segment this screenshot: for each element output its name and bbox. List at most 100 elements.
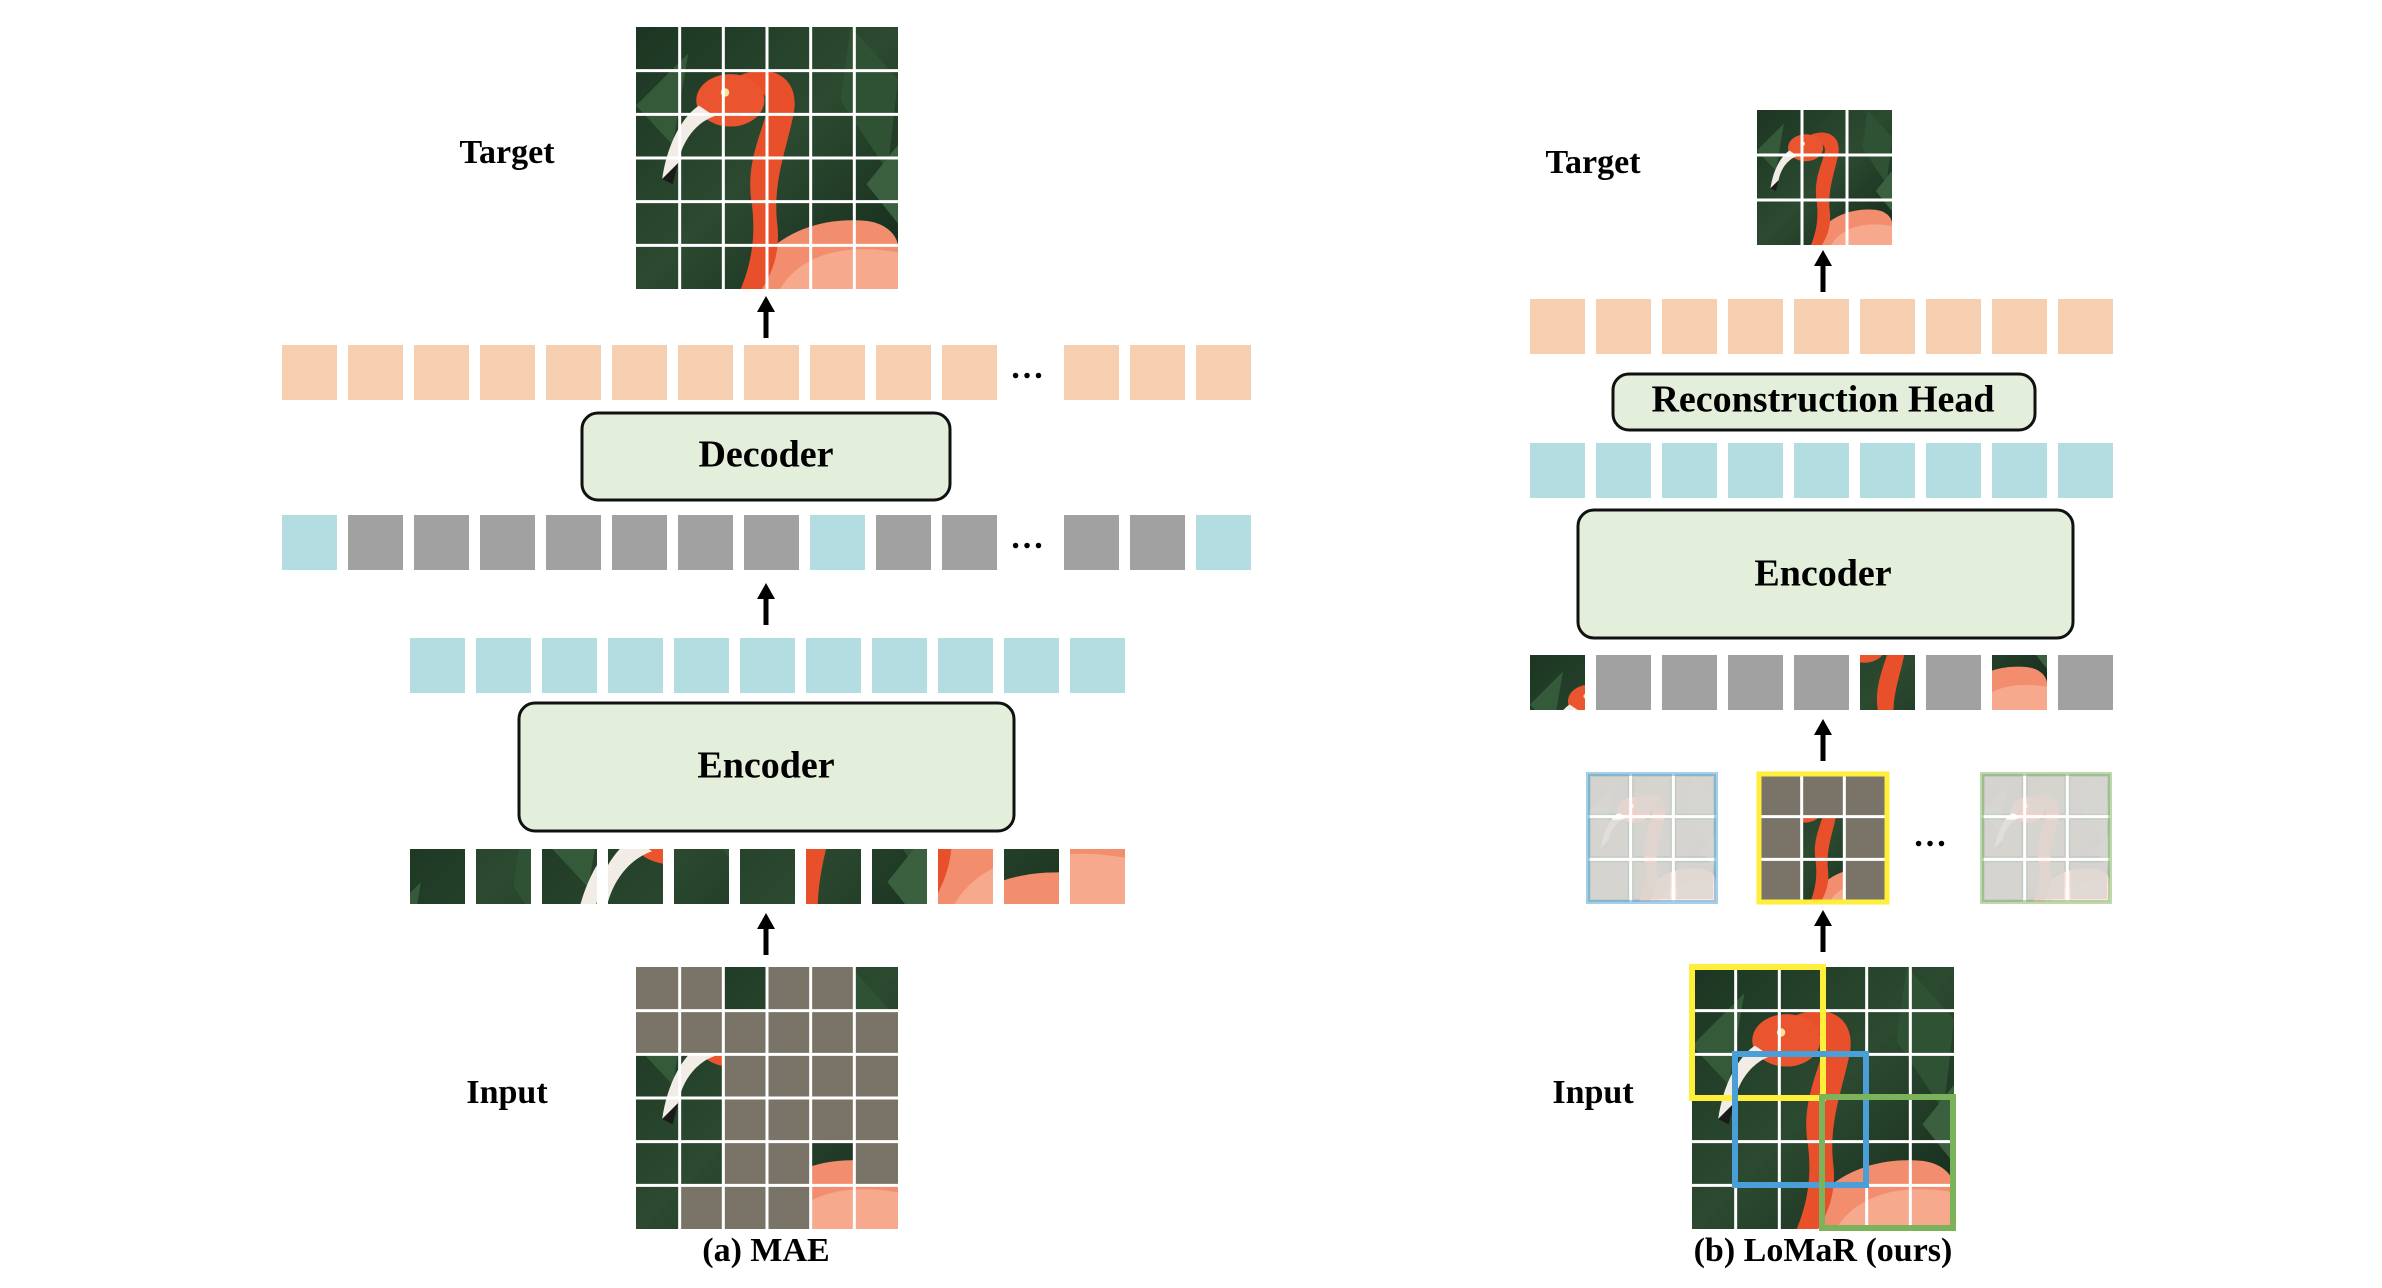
masked-patch bbox=[810, 1010, 855, 1055]
lomar-encoder-label: Encoder bbox=[1754, 553, 1891, 595]
mae-output-ellipsis: … bbox=[1010, 349, 1044, 386]
patch-grid-lines bbox=[636, 967, 898, 1229]
masked-patch bbox=[767, 1185, 811, 1229]
patch-grid-lines bbox=[1757, 110, 1892, 245]
mae-arrow-to-target bbox=[757, 296, 775, 338]
masked-patch bbox=[636, 967, 680, 1011]
token bbox=[872, 638, 927, 693]
mask-token bbox=[1794, 655, 1849, 710]
mae-output-tokens bbox=[282, 345, 1251, 400]
token bbox=[608, 638, 663, 693]
window-blue-outline bbox=[1732, 1051, 1869, 1188]
token bbox=[476, 638, 531, 693]
mae-decoder-input-tokens bbox=[282, 515, 1251, 570]
window-yellow-outline bbox=[1689, 964, 1826, 1101]
token bbox=[876, 515, 931, 570]
masked-patch bbox=[679, 1010, 724, 1055]
mask-token bbox=[1596, 655, 1651, 710]
lomar-output-tokens bbox=[1530, 299, 2113, 354]
masked-patch bbox=[723, 1098, 767, 1142]
token bbox=[1794, 299, 1849, 354]
lomar-window-blue bbox=[1586, 772, 1718, 904]
masked-patch bbox=[1759, 859, 1802, 902]
lomar-window-yellow bbox=[1756, 771, 1890, 905]
token bbox=[546, 345, 601, 400]
token bbox=[1860, 443, 1915, 498]
lomar-input-image bbox=[1689, 964, 1956, 1231]
mask-token bbox=[1662, 655, 1717, 710]
mae-arrow-to-decoder bbox=[757, 583, 775, 625]
lomar-encoder-output-tokens bbox=[1530, 443, 2113, 498]
token bbox=[612, 345, 667, 400]
token bbox=[1728, 443, 1783, 498]
token bbox=[542, 638, 597, 693]
lomar-caption: (b) LoMaR (ours) bbox=[1694, 1232, 1953, 1269]
masked-patch bbox=[810, 967, 855, 1011]
lomar-arrow-to-target bbox=[1814, 250, 1832, 292]
masked-patch bbox=[767, 1141, 811, 1186]
masked-patch bbox=[1844, 774, 1887, 817]
token bbox=[1926, 299, 1981, 354]
mae-decoder-label: Decoder bbox=[698, 434, 833, 476]
mask-token bbox=[2058, 655, 2113, 710]
mae-target-label: Target bbox=[459, 134, 555, 171]
token bbox=[740, 638, 795, 693]
lomar-reconstruction-head-label: Reconstruction Head bbox=[1651, 379, 1994, 421]
masked-patch bbox=[854, 1054, 898, 1098]
masked-patch bbox=[767, 1098, 811, 1142]
mask-token bbox=[1728, 655, 1783, 710]
masked-patch bbox=[1844, 816, 1887, 860]
token bbox=[1530, 443, 1585, 498]
token bbox=[1064, 515, 1119, 570]
token bbox=[674, 638, 729, 693]
token bbox=[678, 345, 733, 400]
token bbox=[2058, 443, 2113, 498]
token bbox=[1070, 638, 1125, 693]
lomar-arrow-to-windows bbox=[1814, 910, 1832, 952]
masked-patch bbox=[1844, 859, 1887, 902]
token bbox=[942, 515, 997, 570]
token bbox=[2058, 299, 2113, 354]
token bbox=[282, 345, 337, 400]
masked-patch bbox=[810, 1054, 855, 1098]
token bbox=[1728, 299, 1783, 354]
token bbox=[480, 345, 535, 400]
token bbox=[938, 638, 993, 693]
lomar-encoder-block bbox=[1576, 508, 2075, 640]
token bbox=[1992, 443, 2047, 498]
mae-caption: (a) MAE bbox=[702, 1232, 829, 1269]
token bbox=[282, 515, 337, 570]
masked-patch bbox=[679, 967, 724, 1011]
token bbox=[1004, 638, 1059, 693]
mae-encoder-label: Encoder bbox=[697, 745, 834, 787]
token bbox=[1596, 299, 1651, 354]
token bbox=[480, 515, 535, 570]
masked-patch bbox=[854, 1141, 898, 1186]
mae-input-label: Input bbox=[466, 1074, 548, 1111]
token bbox=[876, 345, 931, 400]
token bbox=[678, 515, 733, 570]
token bbox=[612, 515, 667, 570]
masked-patch bbox=[636, 1010, 680, 1055]
mask-token bbox=[1926, 655, 1981, 710]
masked-patch bbox=[1801, 774, 1845, 817]
token bbox=[744, 515, 799, 570]
token bbox=[546, 515, 601, 570]
token bbox=[1926, 443, 1981, 498]
mae-mixed-ellipsis: … bbox=[1010, 519, 1044, 556]
lomar-reconstruction-head-block bbox=[1611, 372, 2037, 432]
window-green-outline bbox=[1819, 1094, 1956, 1231]
token bbox=[1064, 345, 1119, 400]
mae-decoder-block bbox=[580, 411, 952, 502]
token bbox=[1530, 299, 1585, 354]
masked-patch bbox=[679, 1185, 724, 1229]
lomar-window-green bbox=[1980, 772, 2112, 904]
masked-patch bbox=[723, 1054, 767, 1098]
lomar-target-window bbox=[1757, 110, 1892, 245]
masked-patch bbox=[723, 1185, 767, 1229]
lomar-window-ellipsis: … bbox=[1913, 817, 1947, 854]
flamingo-image bbox=[1757, 110, 1892, 245]
token bbox=[810, 345, 865, 400]
mae-target-image bbox=[636, 27, 898, 289]
